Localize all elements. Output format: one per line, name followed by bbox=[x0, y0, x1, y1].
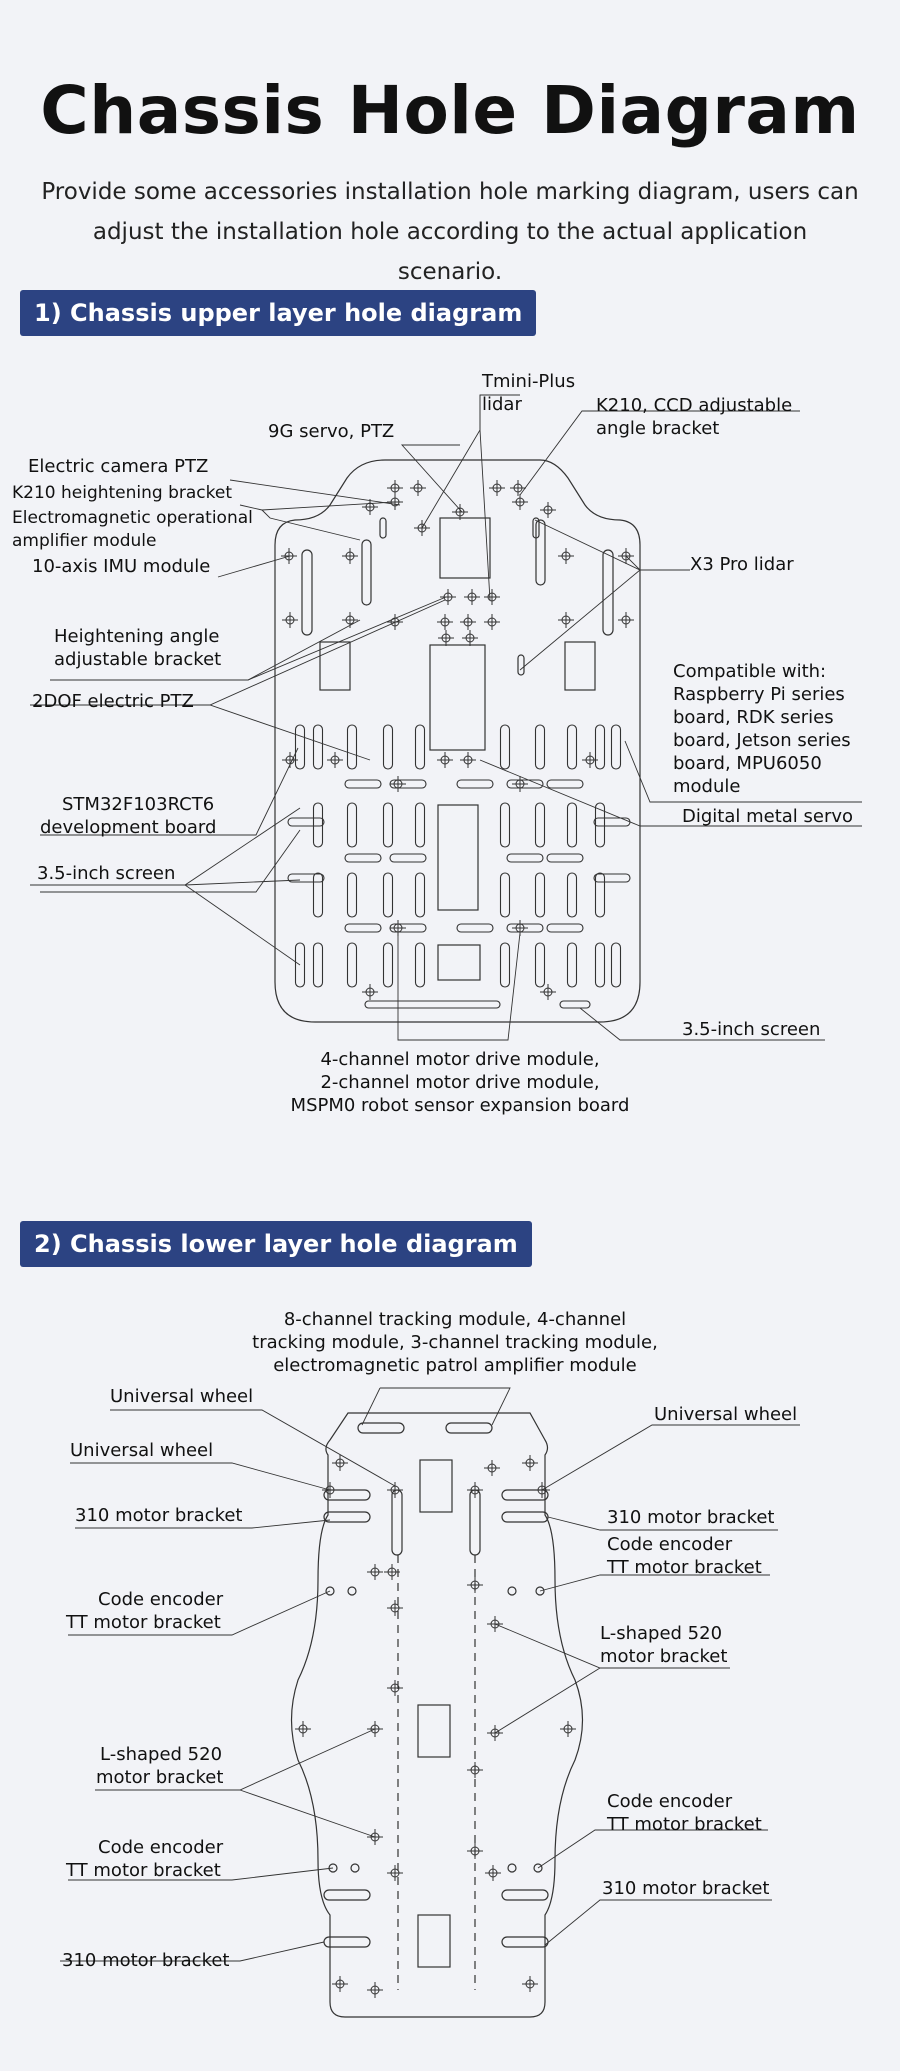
label-height-angle-bracket: adjustable bracket bbox=[54, 649, 222, 670]
label-encoder-rb-2: TT motor bracket bbox=[607, 1814, 762, 1835]
label-stm32: STM32F103RCT6 bbox=[62, 794, 215, 815]
label-310-left-bottom: 310 motor bracket bbox=[62, 1950, 230, 1971]
label-310-left-top: 310 motor bracket bbox=[75, 1505, 243, 1526]
label-compat-2: Raspberry Pi series bbox=[673, 684, 845, 705]
label-9g-servo: 9G servo, PTZ bbox=[268, 421, 395, 442]
label-camera-ptz: Electric camera PTZ bbox=[28, 456, 209, 477]
label-screen-right: 3.5-inch screen bbox=[682, 1019, 821, 1040]
label-compat-6: module bbox=[673, 776, 741, 797]
page-title: Chassis Hole Diagram bbox=[40, 72, 860, 149]
label-l520-right-2: motor bracket bbox=[600, 1646, 728, 1667]
upper-slot-grid bbox=[287, 724, 631, 1009]
label-digital-servo: Digital metal servo bbox=[682, 806, 854, 827]
label-compat-3: board, RDK series bbox=[673, 707, 834, 728]
label-encoder-lt-1: Code encoder bbox=[98, 1589, 224, 1610]
upper-mount-holes bbox=[280, 479, 635, 1001]
label-universal-wheel-right: Universal wheel bbox=[654, 1404, 798, 1425]
label-tmini-lidar: lidar bbox=[482, 394, 522, 415]
label-tracking-3: electromagnetic patrol amplifier module bbox=[273, 1355, 637, 1376]
label-encoder-rt-2: TT motor bracket bbox=[607, 1557, 762, 1578]
label-encoder-rb-1: Code encoder bbox=[607, 1791, 733, 1812]
label-encoder-rt-1: Code encoder bbox=[607, 1534, 733, 1555]
lower-leader-lines bbox=[60, 1387, 800, 1962]
label-stm32-board: development board bbox=[40, 817, 217, 838]
label-emag-amp: Electromagnetic operational bbox=[12, 508, 253, 528]
label-2dof-ptz: 2DOF electric PTZ bbox=[32, 691, 194, 712]
section-tab-lower: 2) Chassis lower layer hole diagram bbox=[20, 1221, 532, 1267]
label-motor-drive-2: 2-channel motor drive module, bbox=[320, 1072, 600, 1093]
section-tab-upper: 1) Chassis upper layer hole diagram bbox=[20, 290, 537, 336]
label-l520-right-1: L-shaped 520 bbox=[600, 1623, 723, 1644]
label-compat-1: Compatible with: bbox=[673, 661, 827, 682]
upper-leader-lines bbox=[30, 394, 862, 1041]
label-k210-ccd: K210, CCD adjustable bbox=[596, 395, 793, 416]
label-tracking-2: tracking module, 3-channel tracking modu… bbox=[252, 1332, 658, 1353]
label-310-right-bottom: 310 motor bracket bbox=[602, 1878, 770, 1899]
label-compat-4: board, Jetson series bbox=[673, 730, 851, 751]
label-motor-drive-1: 4-channel motor drive module, bbox=[320, 1049, 600, 1070]
label-screen-left: 3.5-inch screen bbox=[37, 863, 176, 884]
label-encoder-lb-2: TT motor bracket bbox=[66, 1860, 221, 1881]
label-compat-5: board, MPU6050 bbox=[673, 753, 822, 774]
label-motor-drive-3: MSPM0 robot sensor expansion board bbox=[290, 1095, 630, 1116]
label-x3-pro-lidar: X3 Pro lidar bbox=[690, 554, 794, 575]
label-tracking-1: 8-channel tracking module, 4-channel bbox=[283, 1309, 627, 1330]
page-subtitle: Provide some accessories installation ho… bbox=[41, 179, 859, 285]
label-universal-wheel-left-2: Universal wheel bbox=[70, 1440, 214, 1461]
upper-chassis-plate bbox=[274, 459, 641, 1023]
label-encoder-lt-2: TT motor bracket bbox=[66, 1612, 221, 1633]
label-310-right-top: 310 motor bracket bbox=[607, 1507, 775, 1528]
label-tmini-plus: Tmini-Plus bbox=[482, 371, 576, 392]
label-imu: 10-axis IMU module bbox=[32, 556, 211, 577]
label-l520-left-1: L-shaped 520 bbox=[100, 1744, 223, 1765]
label-k210-ccd-bracket: angle bracket bbox=[596, 418, 720, 439]
label-emag-amp-module: amplifier module bbox=[12, 531, 157, 551]
label-k210-height: K210 heightening bracket bbox=[12, 483, 233, 503]
lower-mount-holes bbox=[294, 1454, 577, 1999]
label-height-angle: Heightening angle bbox=[54, 626, 220, 647]
label-encoder-lb-1: Code encoder bbox=[98, 1837, 224, 1858]
label-l520-left-2: motor bracket bbox=[96, 1767, 224, 1788]
lower-chassis-plate bbox=[290, 1412, 584, 2018]
label-universal-wheel-left-1: Universal wheel bbox=[110, 1386, 254, 1407]
